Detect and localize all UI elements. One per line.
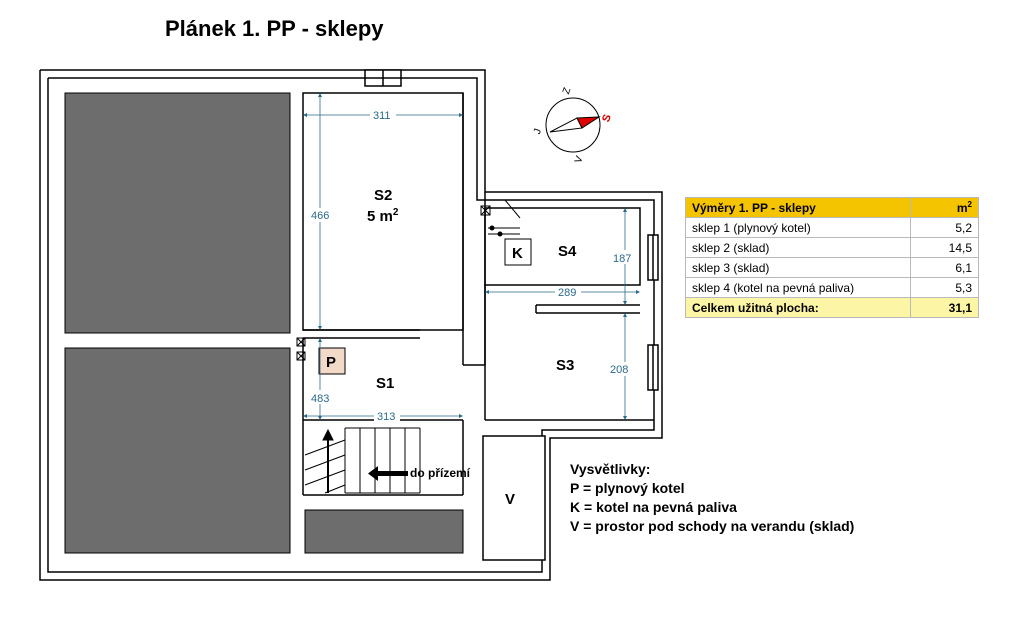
legend-heading: Vysvětlivky: <box>570 461 651 477</box>
compass-z: Z <box>561 86 573 96</box>
legend: Vysvětlivky: P = plynový kotel K = kotel… <box>570 460 854 536</box>
stairs-arrow <box>368 466 408 481</box>
area-table-total: Celkem užitná plocha: 31,1 <box>685 297 979 318</box>
room-s2-area: 5 m2 <box>367 207 399 225</box>
area-table-header: Výměry 1. PP - sklepy m2 <box>685 197 979 218</box>
compass-v: V <box>573 154 586 164</box>
fixture-k-box <box>504 238 532 266</box>
fixture-p-label: P <box>326 354 336 371</box>
table-row: sklep 3 (sklad) 6,1 <box>685 257 979 278</box>
table-row: sklep 1 (plynový kotel) 5,2 <box>685 217 979 238</box>
hatched-area-bottom-left <box>64 347 291 554</box>
dim-s3-height: 208 <box>610 364 628 376</box>
fixture-k-label: K <box>512 245 523 262</box>
page-title: Plánek 1. PP - sklepy <box>165 16 384 41</box>
legend-item-k: K = kotel na pevná paliva <box>570 499 737 515</box>
room-s3-label: S3 <box>556 357 574 374</box>
room-s2-label: S2 <box>374 187 392 204</box>
dim-s4-width: 289 <box>558 287 576 299</box>
compass-s: S <box>600 113 614 124</box>
area-table: Výměry 1. PP - sklepy m2 sklep 1 (plynov… <box>685 197 979 318</box>
table-row: sklep 2 (sklad) 14,5 <box>685 237 979 258</box>
stairs-label: do přízemí <box>410 466 471 480</box>
valve-icons <box>296 199 521 361</box>
area-table-unit: m2 <box>910 197 979 218</box>
room-s4-label: S4 <box>558 243 577 260</box>
walls <box>39 69 663 581</box>
dim-s2-width: 311 <box>373 110 391 122</box>
fixture-p-box <box>318 347 346 375</box>
dim-s1-height: 483 <box>311 393 329 405</box>
dim-s4-height: 187 <box>613 253 631 265</box>
dim-s2-height: 466 <box>311 210 329 222</box>
compass-icon: Z S V J <box>532 86 614 165</box>
stairs <box>304 427 421 494</box>
legend-item-p: P = plynový kotel <box>570 480 685 496</box>
hatched-area-bottom <box>304 509 464 554</box>
legend-item-v: V = prostor pod schody na verandu (sklad… <box>570 518 855 534</box>
dim-s1-width: 313 <box>377 411 395 423</box>
table-row: sklep 4 (kotel na pevná paliva) 5,3 <box>685 277 979 298</box>
area-table-title: Výměry 1. PP - sklepy <box>685 197 911 218</box>
compass-j: J <box>532 127 544 135</box>
hatched-area-top-left <box>64 92 291 334</box>
room-s1-label: S1 <box>376 375 394 392</box>
fixture-v-label: V <box>505 491 515 508</box>
dimension-labels: 311 466 483 313 187 289 208 <box>310 109 636 423</box>
